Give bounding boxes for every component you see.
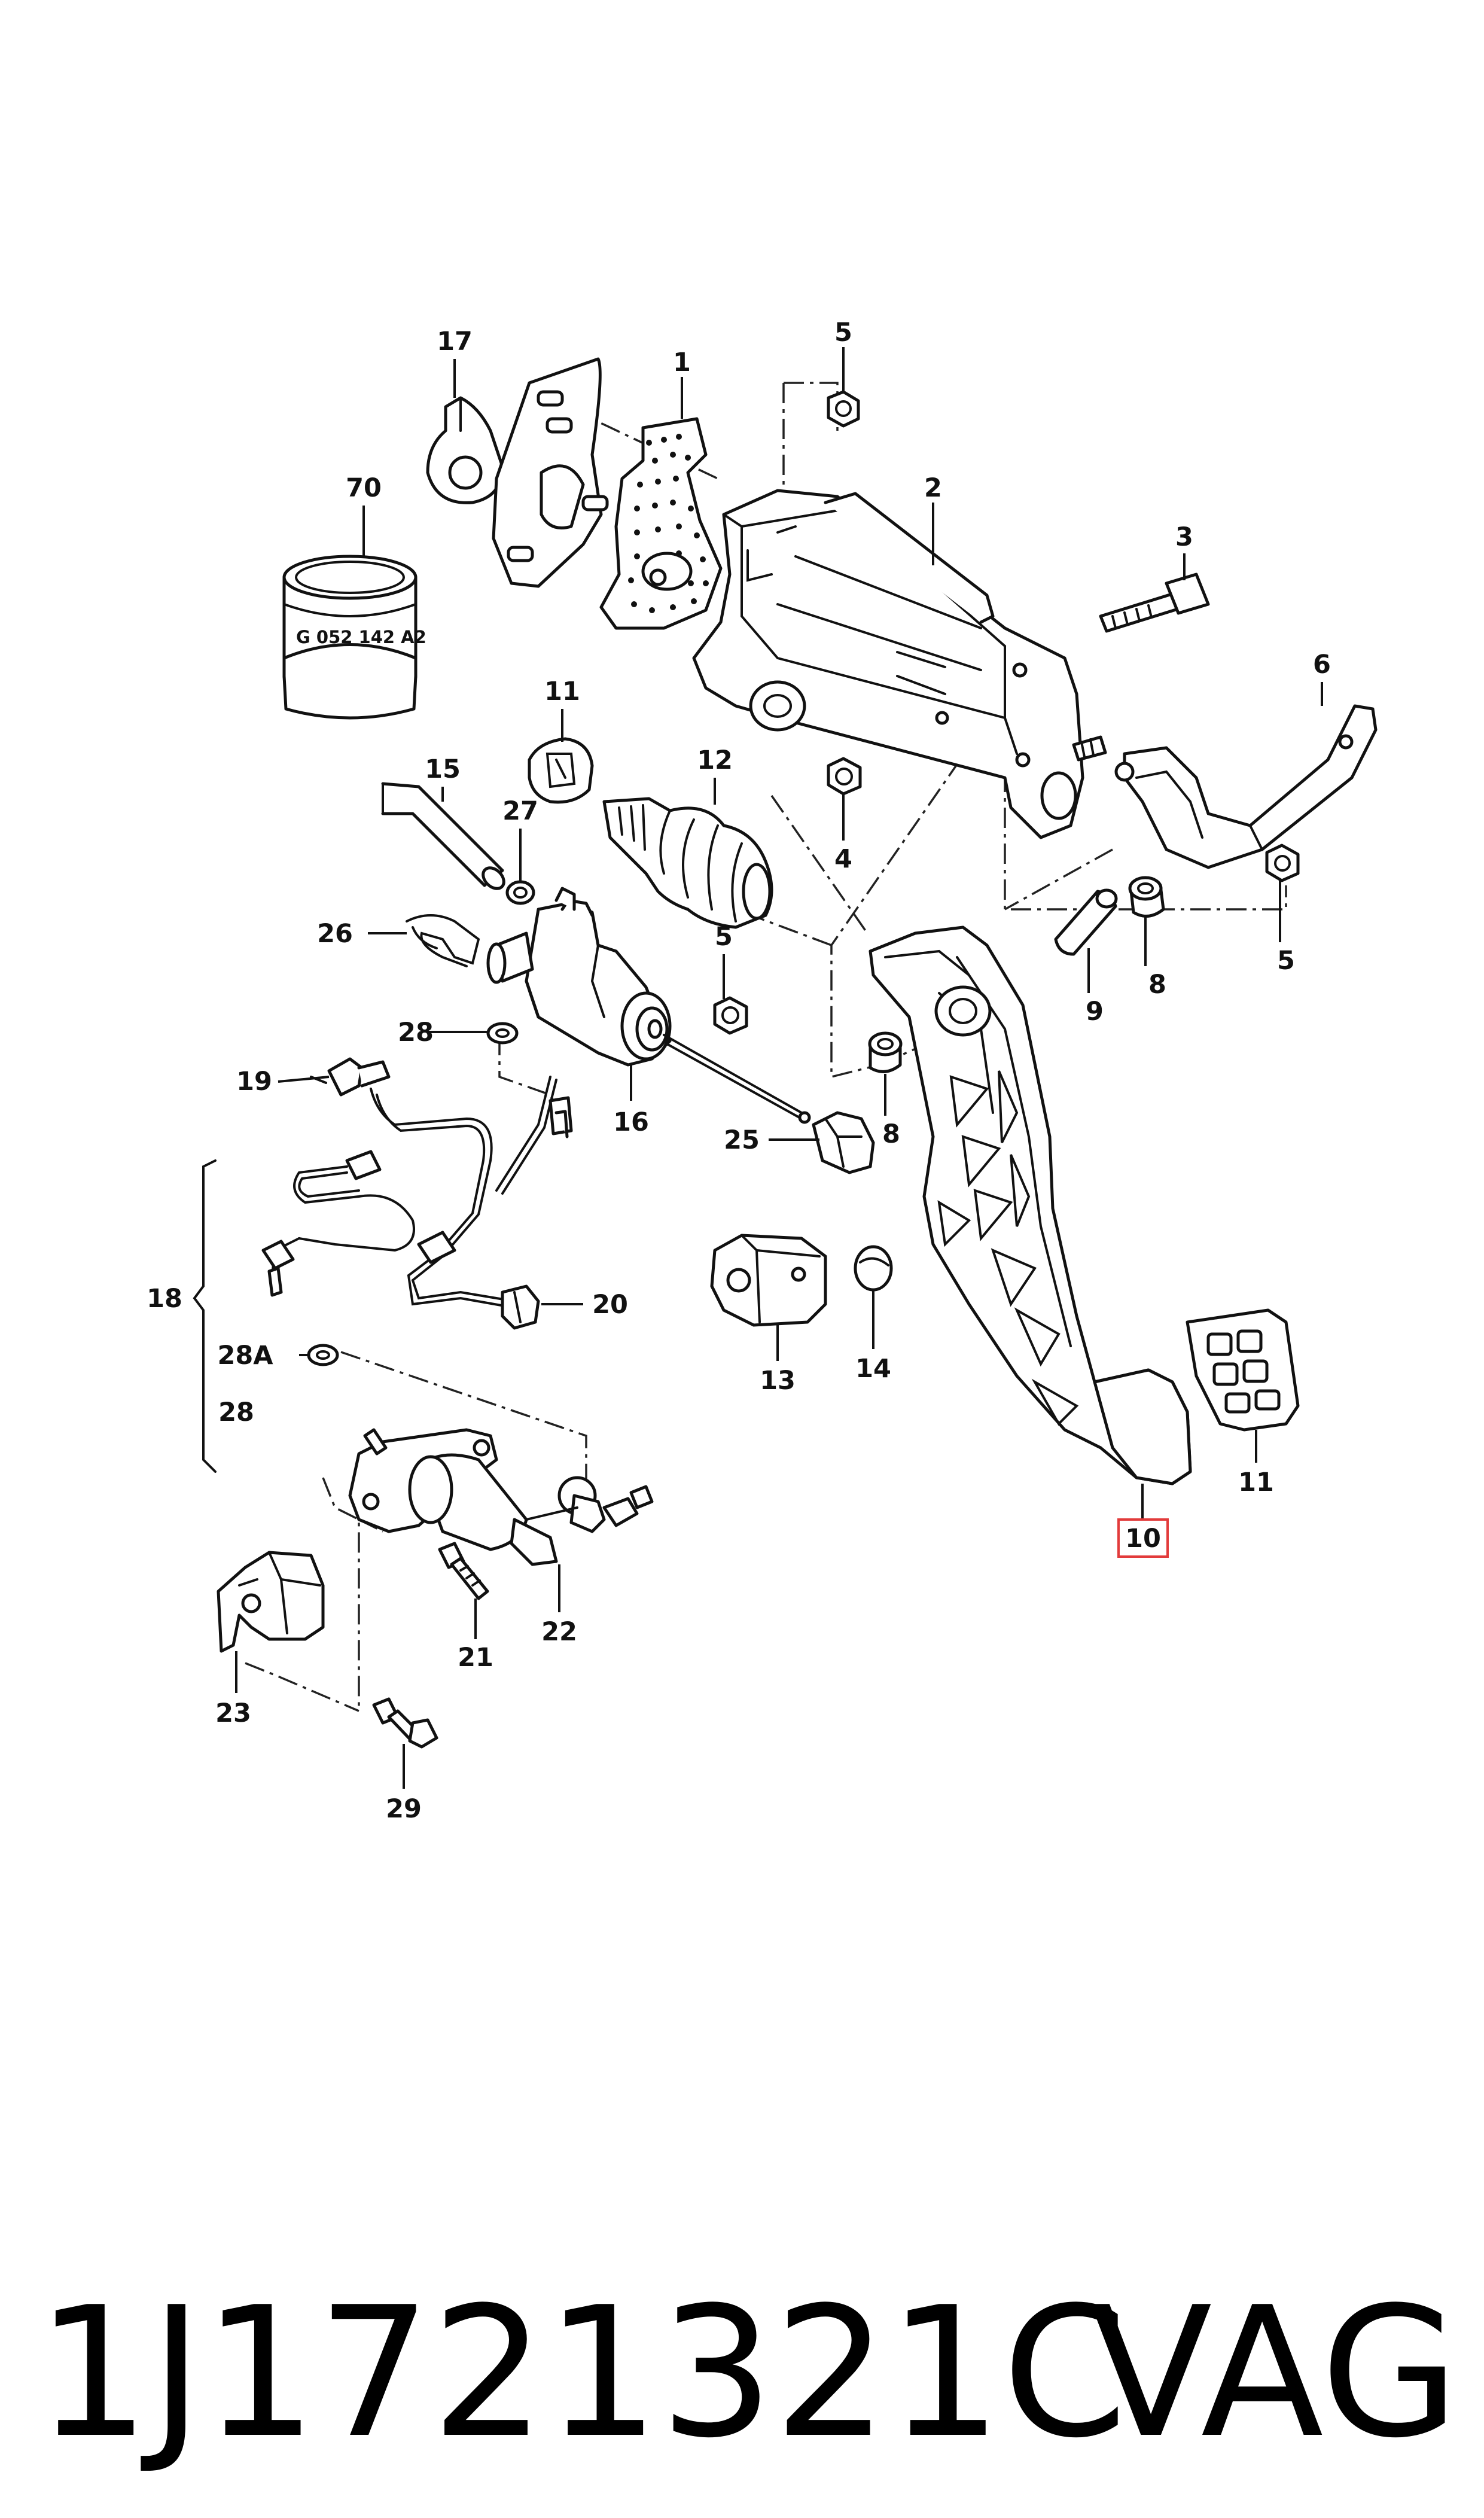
master-cylinder-part	[486, 887, 811, 1124]
callout-8b: 8	[882, 1119, 900, 1149]
callout-6: 6	[1313, 650, 1331, 680]
callout-labels: 17 1 5 2 3 70 6 11 15 12 27 4 26 5 5 8 9…	[147, 318, 1331, 1824]
callout-1: 1	[673, 348, 691, 377]
callout-9: 9	[1086, 997, 1104, 1027]
pedal-bracket-housing-part	[692, 489, 1084, 839]
callout-70: 70	[346, 473, 382, 503]
callout-24: 23	[215, 1698, 251, 1728]
sleeve-part	[1054, 888, 1118, 956]
callout-2: 2	[924, 473, 942, 503]
line-clip-part	[501, 1284, 540, 1330]
switch-part	[812, 1111, 875, 1174]
washer-28a-part	[307, 1344, 339, 1366]
nut-5-mid-part	[713, 996, 748, 1035]
callout-8a: 8	[1148, 970, 1166, 1000]
clip-part	[426, 396, 504, 504]
o-ring-27-part	[505, 880, 535, 905]
washer-28-part	[486, 1022, 519, 1045]
callout-4: 4	[834, 844, 852, 874]
callout-29: 29	[386, 1794, 422, 1824]
callout-28A: 28A	[217, 1341, 273, 1371]
bellows-boot-part	[602, 797, 773, 929]
highlight-box-10	[1117, 1518, 1169, 1558]
callout-11: 11	[1238, 1467, 1274, 1497]
callout-14: 13	[760, 1366, 796, 1396]
seal-marking-text: G 052 142 A2	[296, 627, 426, 647]
bushing-8-left-part	[868, 1031, 903, 1073]
nut-5-right-part	[1265, 844, 1300, 882]
bolt-3-part	[1099, 573, 1210, 633]
callout-13: 12	[697, 745, 733, 775]
callout-3: 3	[1175, 522, 1193, 552]
support-bracket-part	[1072, 704, 1378, 869]
gasket-plate-part	[492, 357, 609, 588]
brand-caption: VAG	[1090, 2269, 1459, 2477]
perforated-bracket-part	[599, 417, 723, 630]
callout-17: 16	[613, 1107, 649, 1137]
bolt-29-part	[372, 1697, 438, 1749]
seal-ring-part: G 052 142 A2	[282, 555, 426, 720]
group-bracket-19	[193, 1159, 217, 1473]
callout-26: 26	[317, 919, 353, 949]
hydraulic-line-part	[261, 1076, 573, 1308]
nut-5-top-part	[827, 390, 860, 428]
bushing-8-right-part	[1128, 876, 1165, 918]
callout-10: 10	[1125, 1524, 1161, 1554]
bolt-22-part	[438, 1542, 489, 1600]
leader-lines	[235, 347, 1323, 1789]
callout-19: 18	[147, 1284, 182, 1314]
boot-clip-part	[528, 737, 594, 804]
bracket-24-part	[217, 1551, 325, 1653]
spring-clip-part	[406, 914, 480, 967]
callout-21: 19	[236, 1067, 272, 1097]
callout-5c: 5	[1277, 946, 1295, 976]
callout-15: 14	[855, 1354, 891, 1384]
callout-23: 22	[541, 1617, 577, 1647]
part-number-caption: 1J1721321C	[36, 2269, 1128, 2477]
bleed-fitting-part	[310, 1057, 391, 1097]
pedal-part	[869, 925, 1192, 1485]
callout-5a: 5	[834, 318, 852, 348]
callout-18: 17	[437, 327, 473, 357]
callout-20: 20	[592, 1290, 628, 1320]
callout-22: 21	[458, 1643, 493, 1673]
callout-25: 25	[724, 1125, 760, 1155]
callout-12: 11	[544, 677, 580, 707]
callout-28b: 28	[218, 1397, 254, 1427]
callout-16: 15	[425, 754, 461, 784]
nut-4-part	[827, 757, 862, 796]
callout-5b: 5	[715, 922, 733, 952]
callout-28a-label: 28	[398, 1018, 434, 1048]
hose-part	[381, 782, 505, 890]
callout-27: 27	[502, 796, 538, 826]
bump-stop-part	[710, 1234, 827, 1327]
plug-part	[854, 1245, 893, 1292]
slave-cylinder-part	[348, 1428, 654, 1566]
pedal-pad-part	[1186, 1308, 1300, 1432]
